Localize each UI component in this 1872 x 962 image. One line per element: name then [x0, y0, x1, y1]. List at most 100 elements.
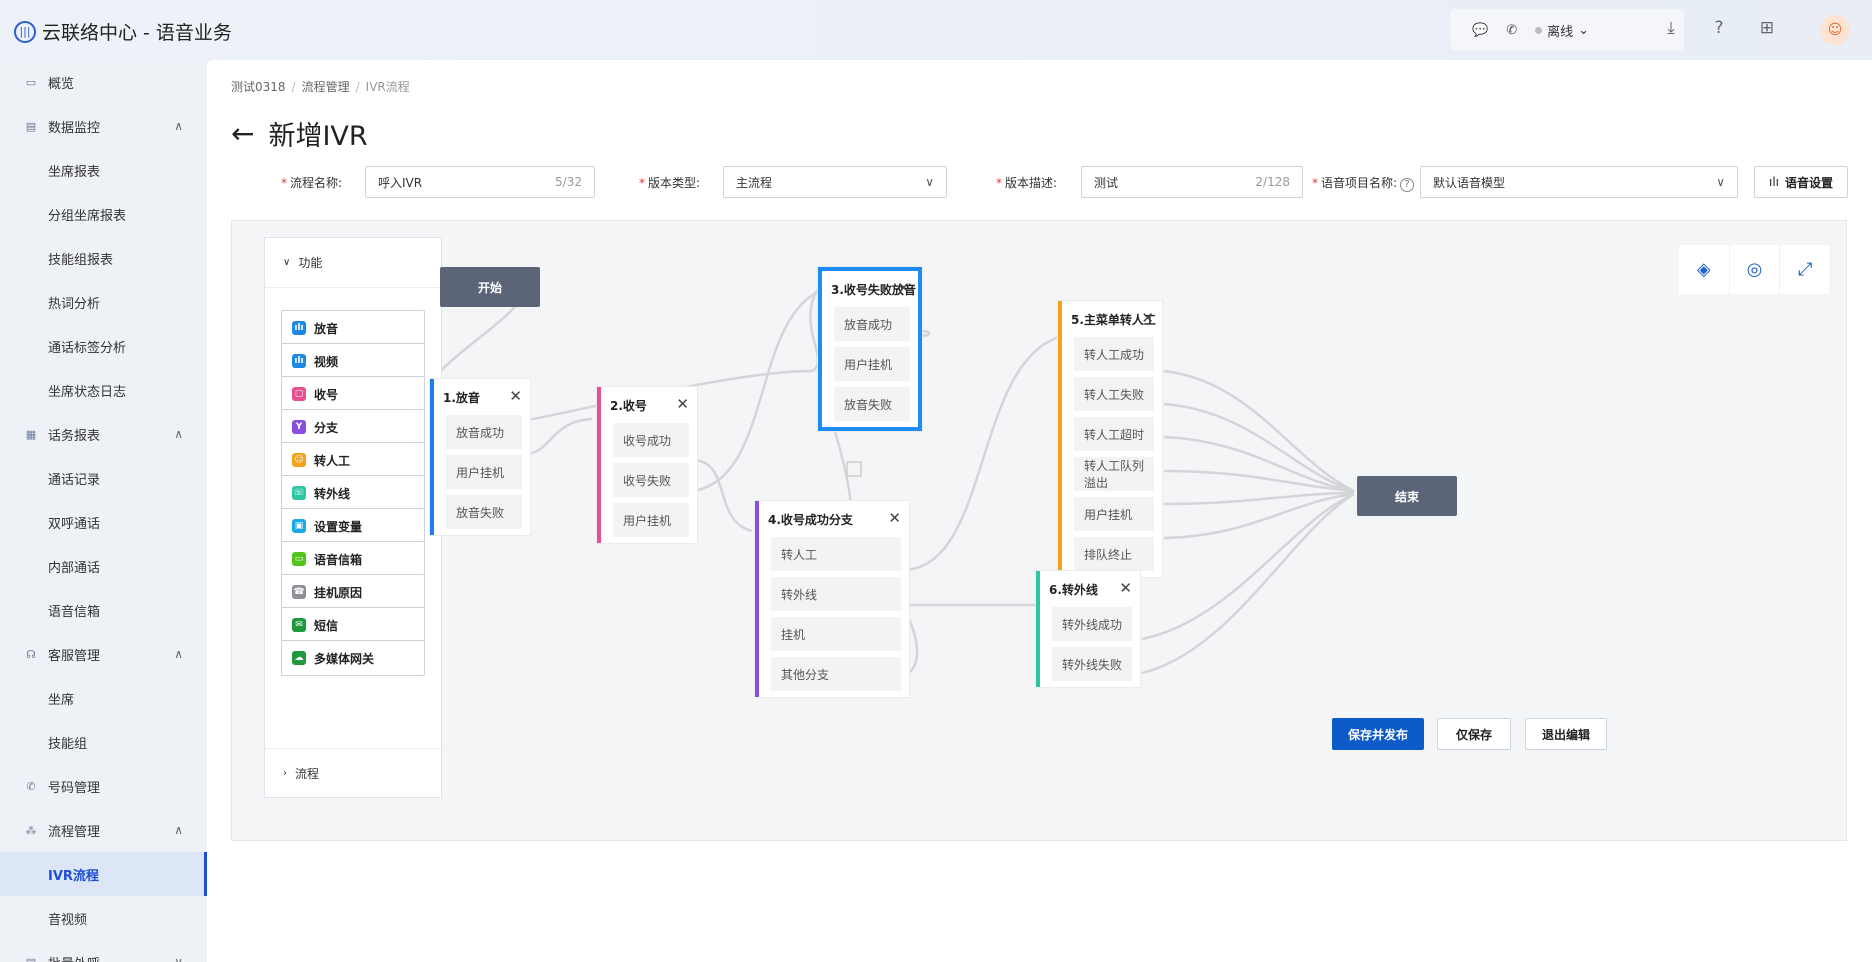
start-node[interactable]: 开始 — [440, 267, 540, 307]
connection-5-hangup-to-end — [1163, 491, 1355, 506]
sidebar-subitem[interactable]: 坐席状态日志 — [0, 368, 207, 412]
help-icon[interactable]: ? — [1400, 178, 1415, 192]
palette-item[interactable]: ☁多媒体网关 — [281, 640, 425, 676]
palette-item[interactable]: ☺转人工 — [281, 442, 425, 478]
flow-node-branch[interactable]: 用户挂机 — [1074, 497, 1154, 531]
version-type-select[interactable]: 主流程 ∨ — [723, 166, 947, 198]
phone-icon[interactable]: ✆ — [1506, 22, 1518, 38]
help-icon[interactable]: ? — [1714, 18, 1724, 38]
palette-item[interactable]: ✉短信 — [281, 607, 425, 643]
flow-name-count: 5/32 — [555, 175, 582, 189]
sidebar-item-label: 技能组报表 — [48, 252, 114, 268]
palette-item[interactable]: ▢收号 — [281, 376, 425, 412]
sidebar-subitem[interactable]: 双呼通话 — [0, 500, 207, 544]
flow-node-branch[interactable]: 放音成功 — [446, 415, 522, 449]
flow-node-branch[interactable]: 放音失败 — [834, 387, 910, 421]
sidebar-subitem[interactable]: 通话标签分析 — [0, 324, 207, 368]
palette-item[interactable]: ☏转外线 — [281, 475, 425, 511]
flow-name-input[interactable]: 呼入IVR 5/32 — [365, 166, 595, 198]
end-node[interactable]: 结束 — [1357, 476, 1457, 516]
apps-grid-icon[interactable]: ⊞ — [1759, 18, 1775, 38]
close-icon[interactable]: ✕ — [1141, 309, 1154, 327]
palette-section-functions[interactable]: ∨ 功能 — [265, 238, 441, 288]
sidebar-subitem[interactable]: 技能组报表 — [0, 236, 207, 280]
sidebar-subitem[interactable]: 热词分析 — [0, 280, 207, 324]
sidebar-item-label: 概览 — [48, 76, 75, 92]
outbound-icon: ▤ — [25, 955, 37, 962]
breadcrumb-item[interactable]: 流程管理 — [301, 80, 350, 94]
flow-node-branch[interactable]: 转人工成功 — [1074, 337, 1154, 371]
flow-node-branch[interactable]: 其他分支 — [771, 657, 901, 691]
palette-item[interactable]: ☎挂机原因 — [281, 574, 425, 610]
flow-node-branch[interactable]: 转外线成功 — [1052, 607, 1132, 641]
exit-edit-button[interactable]: 退出编辑 — [1525, 718, 1607, 750]
palette-item-label: 短信 — [314, 618, 339, 633]
sidebar-subitem[interactable]: 语音信箱 — [0, 588, 207, 632]
sidebar-group[interactable]: ▤数据监控∧ — [0, 104, 207, 148]
download-icon[interactable]: ⤓ — [1667, 18, 1675, 38]
sidebar-item-label: 坐席 — [48, 692, 75, 708]
version-desc-input[interactable]: 测试 2/128 — [1081, 166, 1303, 198]
flow-node-branch[interactable]: 挂机 — [771, 617, 901, 651]
flow-node[interactable]: 3.收号失败放音✕放音成功用户挂机放音失败 — [818, 267, 922, 431]
locate-icon[interactable]: ◎ — [1730, 245, 1781, 294]
breadcrumb-item[interactable]: 测试0318 — [231, 80, 286, 94]
flow-node-branch[interactable]: 转人工超时 — [1074, 417, 1154, 451]
flow-node-branch[interactable]: 转人工队列溢出 — [1074, 457, 1154, 491]
flow-node-branch[interactable]: 用户挂机 — [446, 455, 522, 489]
flow-node-branch[interactable]: 转外线失败 — [1052, 647, 1132, 681]
flow-node[interactable]: 5.主菜单转人工✕转人工成功转人工失败转人工超时转人工队列溢出用户挂机排队终止 — [1058, 301, 1162, 577]
flow-node[interactable]: 6.转外线✕转外线成功转外线失败 — [1036, 571, 1140, 687]
flow-node[interactable]: 4.收号成功分支✕转人工转外线挂机其他分支 — [755, 501, 909, 697]
sidebar-group[interactable]: ☊客服管理∧ — [0, 632, 207, 676]
palette-item[interactable]: ▭语音信箱 — [281, 541, 425, 577]
close-icon[interactable]: ✕ — [676, 395, 689, 413]
sidebar-group[interactable]: ▦话务报表∧ — [0, 412, 207, 456]
flow-node-branch[interactable]: 收号失败 — [613, 463, 689, 497]
flow-node-branch[interactable]: 排队终止 — [1074, 537, 1154, 571]
close-icon[interactable]: ✕ — [897, 279, 910, 297]
voice-settings-button[interactable]: ılı 语音设置 — [1754, 166, 1848, 198]
sidebar-group[interactable]: ▤批量外呼∨ — [0, 940, 207, 962]
palette-section-flow[interactable]: › 流程 — [265, 748, 441, 798]
flow-node-branch[interactable]: 用户挂机 — [834, 347, 910, 381]
sidebar-subitem[interactable]: 内部通话 — [0, 544, 207, 588]
sidebar-group[interactable]: ⁂流程管理∧ — [0, 808, 207, 852]
sidebar-item[interactable]: ▭概览 — [0, 60, 207, 104]
connection-5-overflow-to-end — [1163, 469, 1355, 493]
flow-node-branch[interactable]: 转外线 — [771, 577, 901, 611]
sidebar-subitem[interactable]: 坐席 — [0, 676, 207, 720]
agent-status-dropdown[interactable]: 离线 ⌄ — [1535, 21, 1589, 40]
flow-node-branch[interactable]: 用户挂机 — [613, 503, 689, 537]
sidebar-item[interactable]: ✆号码管理 — [0, 764, 207, 808]
fullscreen-icon[interactable]: ⤢ — [1780, 245, 1832, 294]
voice-project-select[interactable]: 默认语音模型 ∨ — [1420, 166, 1738, 198]
sidebar-subitem[interactable]: IVR流程 — [0, 852, 207, 896]
sidebar-subitem[interactable]: 音视频 — [0, 896, 207, 940]
back-arrow-icon[interactable]: ← — [231, 117, 255, 150]
flow-node-branch[interactable]: 放音失败 — [446, 495, 522, 529]
close-icon[interactable]: ✕ — [509, 387, 522, 405]
flow-node-branch[interactable]: 转人工 — [771, 537, 901, 571]
close-icon[interactable]: ✕ — [888, 509, 901, 527]
flow-node[interactable]: 2.收号✕收号成功收号失败用户挂机 — [597, 387, 697, 543]
sidebar-subitem[interactable]: 分组坐席报表 — [0, 192, 207, 236]
sidebar-subitem[interactable]: 坐席报表 — [0, 148, 207, 192]
chat-icon[interactable]: 💬 — [1472, 22, 1489, 38]
save-only-button[interactable]: 仅保存 — [1437, 718, 1511, 750]
flow-node-branch[interactable]: 转人工失败 — [1074, 377, 1154, 411]
sidebar-subitem[interactable]: 技能组 — [0, 720, 207, 764]
save-publish-button[interactable]: 保存并发布 — [1332, 718, 1424, 750]
layers-icon[interactable]: ◈ — [1679, 245, 1730, 294]
flow-node-branch[interactable]: 收号成功 — [613, 423, 689, 457]
sidebar-subitem[interactable]: 通话记录 — [0, 456, 207, 500]
avatar[interactable]: ☺ — [1820, 15, 1850, 45]
flow-node[interactable]: 1.放音✕放音成功用户挂机放音失败 — [430, 379, 530, 535]
palette-item[interactable]: ▣设置变量 — [281, 508, 425, 544]
flow-node-branch[interactable]: 放音成功 — [834, 307, 910, 341]
close-icon[interactable]: ✕ — [1119, 579, 1132, 597]
